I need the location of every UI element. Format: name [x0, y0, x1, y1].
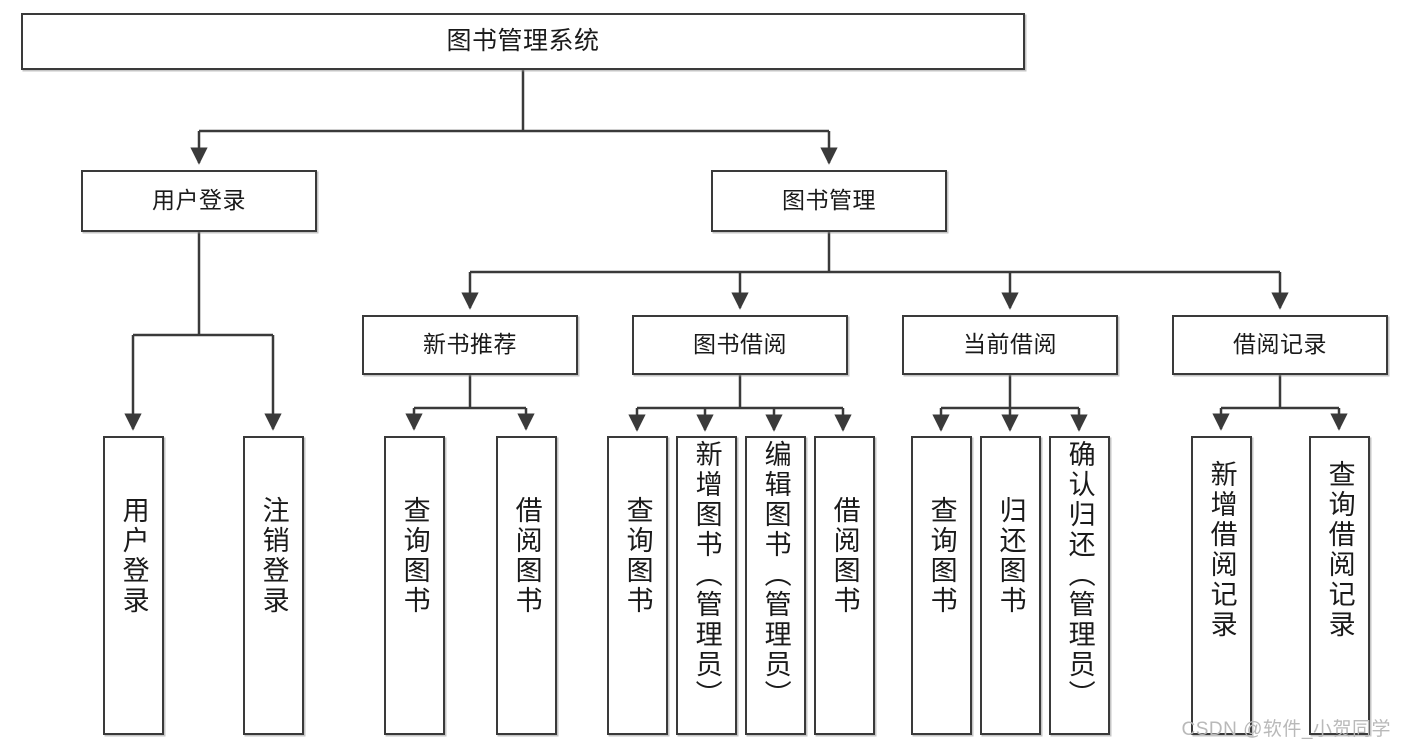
node-book-borrow[interactable]: 图书借阅	[632, 315, 848, 375]
node-user-login[interactable]: 用户登录	[81, 170, 317, 232]
node-label: 新增借阅记录	[1206, 460, 1237, 640]
node-label: 图书借阅	[693, 331, 787, 358]
node-label: 借阅图书	[829, 496, 860, 616]
node-leaf-borrow-book-1[interactable]: 借阅图书	[496, 436, 557, 735]
node-label: 注销登录	[258, 496, 289, 616]
node-leaf-edit-book[interactable]: 编辑图书（管理员）	[745, 436, 806, 735]
csdn-watermark: CSDN @软件_小贺同学	[1181, 719, 1391, 740]
node-label: 归还图书	[995, 496, 1026, 616]
node-leaf-borrow-book-2[interactable]: 借阅图书	[814, 436, 875, 735]
node-leaf-user-login[interactable]: 用户登录	[103, 436, 164, 735]
node-leaf-query-book-1[interactable]: 查询图书	[384, 436, 445, 735]
node-label: 用户登录	[152, 187, 246, 214]
node-label: 查询借阅记录	[1324, 460, 1355, 640]
node-leaf-return-book[interactable]: 归还图书	[980, 436, 1041, 735]
node-label: 查询图书	[926, 496, 957, 616]
node-label: 图书管理系统	[446, 26, 600, 55]
node-label: 借阅记录	[1233, 331, 1327, 358]
node-label: 新书推荐	[423, 331, 517, 358]
node-label: 查询图书	[399, 496, 430, 616]
node-new-recommend[interactable]: 新书推荐	[362, 315, 578, 375]
node-leaf-add-book[interactable]: 新增图书（管理员）	[676, 436, 737, 735]
node-book-manage[interactable]: 图书管理	[711, 170, 947, 232]
node-leaf-query-record[interactable]: 查询借阅记录	[1309, 436, 1370, 735]
node-leaf-logout[interactable]: 注销登录	[243, 436, 304, 735]
node-borrow-record[interactable]: 借阅记录	[1172, 315, 1388, 375]
node-leaf-confirm-return[interactable]: 确认归还（管理员）	[1049, 436, 1110, 735]
node-label: 当前借阅	[963, 331, 1057, 358]
node-leaf-query-book-3[interactable]: 查询图书	[911, 436, 972, 735]
node-leaf-query-book-2[interactable]: 查询图书	[607, 436, 668, 735]
node-label: 借阅图书	[511, 496, 542, 616]
node-label: 查询图书	[622, 496, 653, 616]
node-label: 用户登录	[118, 496, 149, 616]
node-label: 图书管理	[782, 187, 876, 214]
node-leaf-add-record[interactable]: 新增借阅记录	[1191, 436, 1252, 735]
node-label: 编辑图书（管理员）	[760, 440, 791, 710]
node-label: 新增图书（管理员）	[691, 440, 722, 710]
node-root-system[interactable]: 图书管理系统	[21, 13, 1025, 70]
node-label: 确认归还（管理员）	[1064, 440, 1095, 710]
node-current-borrow[interactable]: 当前借阅	[902, 315, 1118, 375]
